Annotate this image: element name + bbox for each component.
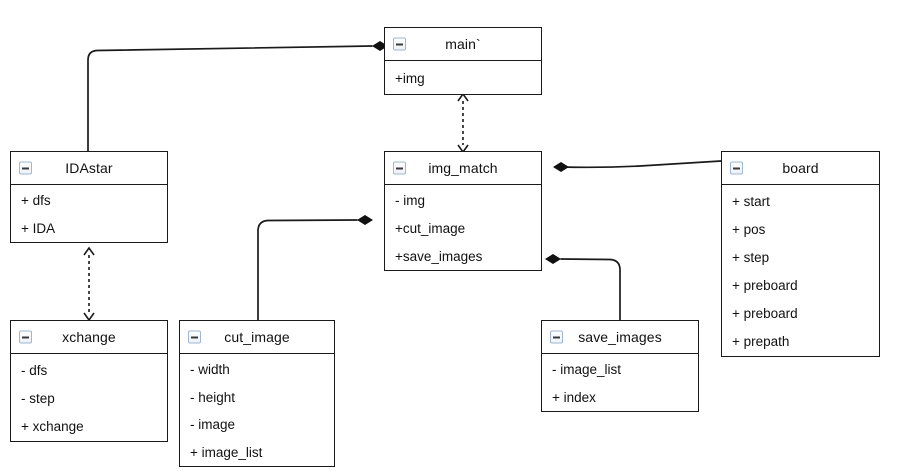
- collapse-minus-icon[interactable]: [188, 330, 201, 344]
- class-members-img_match: - img +cut_image +save_images: [385, 185, 541, 270]
- class-member: - height: [190, 389, 236, 405]
- arrowhead-up-icon: [83, 246, 95, 256]
- arrowhead-down-icon: [83, 312, 95, 322]
- class-box-save_images[interactable]: save_images - image_list + index: [541, 320, 699, 412]
- class-box-xchange[interactable]: xchange - dfs - step + xchange: [10, 320, 168, 442]
- class-box-idastar[interactable]: IDAstar + dfs + IDA: [10, 151, 168, 243]
- edge-main-to-img_match[interactable]: [457, 92, 469, 154]
- collapse-minus-icon[interactable]: [550, 330, 563, 344]
- class-members-cut_image: - width - height - image + image_list: [180, 354, 334, 466]
- class-member: + IDA: [21, 220, 56, 236]
- class-header-main: main`: [385, 28, 541, 61]
- class-header-save_images: save_images: [542, 321, 698, 354]
- class-header-board: board: [722, 152, 879, 185]
- collapse-minus-icon[interactable]: [730, 161, 743, 175]
- class-member: +cut_image: [395, 221, 466, 236]
- class-members-main: +img: [385, 61, 541, 94]
- class-member: - image: [190, 417, 236, 433]
- class-members-xchange: - dfs - step + xchange: [11, 354, 167, 441]
- class-name-xchange: xchange: [62, 329, 116, 345]
- edge-idastar-to-main[interactable]: [87, 41, 388, 152]
- composition-diamond-icon: [357, 215, 373, 225]
- class-box-board[interactable]: board + start + pos + step + preboard + prebo…: [721, 151, 880, 357]
- class-header-xchange: xchange: [11, 321, 167, 354]
- class-member: + start: [732, 193, 770, 209]
- class-members-idastar: + dfs + IDA: [11, 185, 167, 242]
- class-members-save_images: - image_list + index: [542, 354, 698, 411]
- arrowhead-up-icon: [457, 92, 469, 102]
- class-member: + preboard: [732, 278, 798, 294]
- class-name-board: board: [782, 160, 819, 176]
- class-member: + dfs: [21, 193, 51, 209]
- collapse-minus-icon[interactable]: [19, 330, 32, 344]
- class-name-save_images: save_images: [578, 329, 662, 345]
- class-member: - img: [395, 193, 425, 209]
- edge-cut_image-to-img_match[interactable]: [257, 215, 373, 321]
- class-member: + xchange: [21, 419, 84, 435]
- edge-board-to-img_match[interactable]: [553, 160, 722, 172]
- class-box-cut_image[interactable]: cut_image - width - height - image + image_l…: [179, 320, 335, 467]
- class-box-main[interactable]: main` +img: [384, 27, 542, 95]
- class-member: - step: [21, 390, 55, 406]
- class-member: +img: [395, 71, 425, 86]
- collapse-minus-icon[interactable]: [393, 161, 406, 175]
- class-members-board: + start + pos + step + preboard + preboard + …: [722, 185, 879, 356]
- class-member: + index: [552, 389, 596, 405]
- class-member: + prepath: [732, 334, 790, 350]
- class-header-img_match: img_match: [385, 152, 541, 185]
- collapse-minus-icon[interactable]: [19, 161, 32, 175]
- class-member: - width: [190, 362, 230, 378]
- class-name-main: main`: [445, 36, 481, 52]
- class-member: + image_list: [190, 444, 263, 460]
- class-member: +save_images: [395, 248, 483, 264]
- class-member: + step: [732, 249, 770, 265]
- class-box-img_match[interactable]: img_match - img +cut_image +save_images: [384, 151, 542, 271]
- edge-idastar-to-xchange[interactable]: [83, 246, 95, 322]
- composition-diamond-icon: [545, 254, 561, 264]
- class-member: - dfs: [21, 362, 48, 378]
- class-header-cut_image: cut_image: [180, 321, 334, 354]
- composition-diamond-icon: [553, 162, 569, 172]
- class-name-cut_image: cut_image: [224, 329, 290, 345]
- class-name-idastar: IDAstar: [65, 160, 113, 176]
- class-member: + pos: [732, 221, 766, 237]
- collapse-minus-icon[interactable]: [393, 37, 406, 51]
- edge-save_images-to-img_match[interactable]: [545, 254, 621, 321]
- class-name-img_match: img_match: [428, 160, 498, 176]
- class-header-idastar: IDAstar: [11, 152, 167, 185]
- class-member: - image_list: [552, 362, 622, 378]
- class-member: + preboard: [732, 306, 798, 322]
